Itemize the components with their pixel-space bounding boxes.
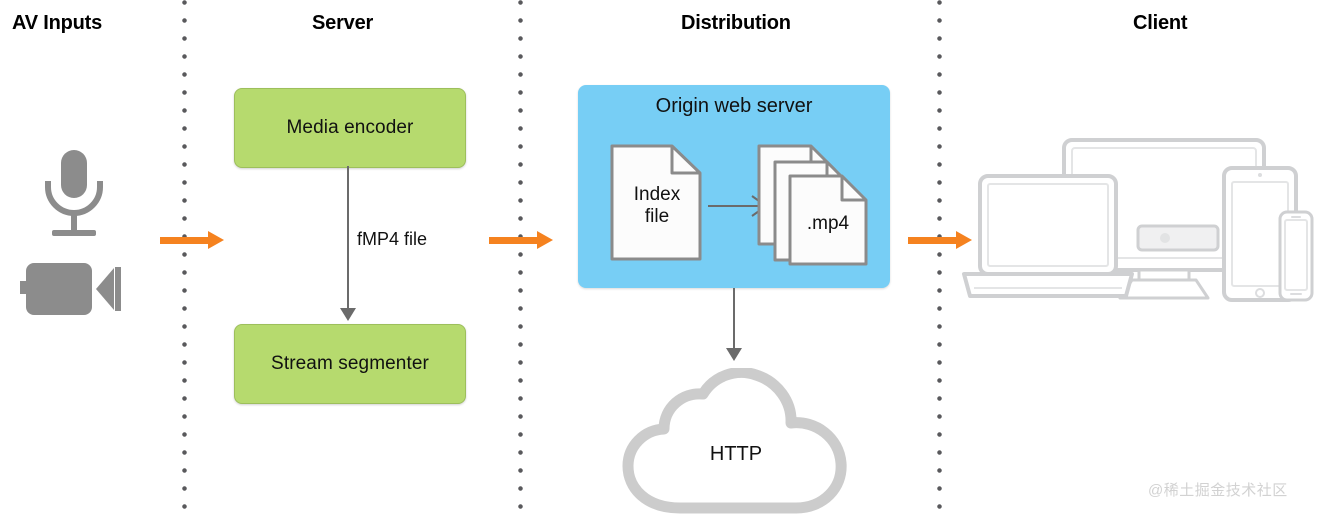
smartphone xyxy=(1278,210,1314,302)
origin-to-cloud-connector xyxy=(733,288,735,350)
flow-arrow-distribution-to-client xyxy=(908,231,972,249)
origin-web-server-panel: Origin web server Index file xyxy=(578,85,890,288)
client-devices-illustration xyxy=(960,130,1316,310)
http-label: HTTP xyxy=(709,443,763,465)
tablet xyxy=(1222,166,1298,302)
http-cloud-icon: HTTP xyxy=(620,367,852,521)
column-title-server: Server xyxy=(312,12,374,34)
flow-arrow-inputs-to-server xyxy=(160,231,224,249)
media-files-label: .mp4 xyxy=(806,213,850,234)
stream-segmenter-box[interactable]: Stream segmenter xyxy=(234,324,466,404)
media-encoder-box[interactable]: Media encoder xyxy=(234,88,466,168)
index-file-label-line1: Index xyxy=(633,184,681,205)
origin-to-cloud-arrowhead xyxy=(726,348,742,361)
fmp4-file-label: fMP4 file xyxy=(357,229,428,249)
origin-web-server-title: Origin web server xyxy=(655,95,813,117)
column-title-client: Client xyxy=(1133,12,1188,34)
column-title-av-inputs: AV Inputs xyxy=(12,12,103,34)
encoder-to-segmenter-arrowhead xyxy=(340,308,356,321)
column-title-distribution: Distribution xyxy=(681,12,791,34)
media-files-document-stack-icon[interactable]: .mp4 xyxy=(756,143,872,268)
video-camera-icon xyxy=(18,258,124,325)
flow-arrow-server-to-distribution xyxy=(489,231,553,249)
section-divider-2 xyxy=(518,0,523,521)
index-file-document-icon[interactable]: Index file xyxy=(609,143,705,262)
encoder-to-segmenter-connector xyxy=(347,166,349,309)
section-divider-3 xyxy=(937,0,942,521)
stream-segmenter-label: Stream segmenter xyxy=(271,353,429,374)
media-encoder-label: Media encoder xyxy=(286,117,414,138)
microphone-icon xyxy=(38,148,110,245)
section-divider-1 xyxy=(182,0,187,521)
watermark: @稀土掘金技术社区 xyxy=(1148,482,1288,499)
laptop xyxy=(962,174,1134,298)
index-file-label-line2: file xyxy=(644,206,670,227)
